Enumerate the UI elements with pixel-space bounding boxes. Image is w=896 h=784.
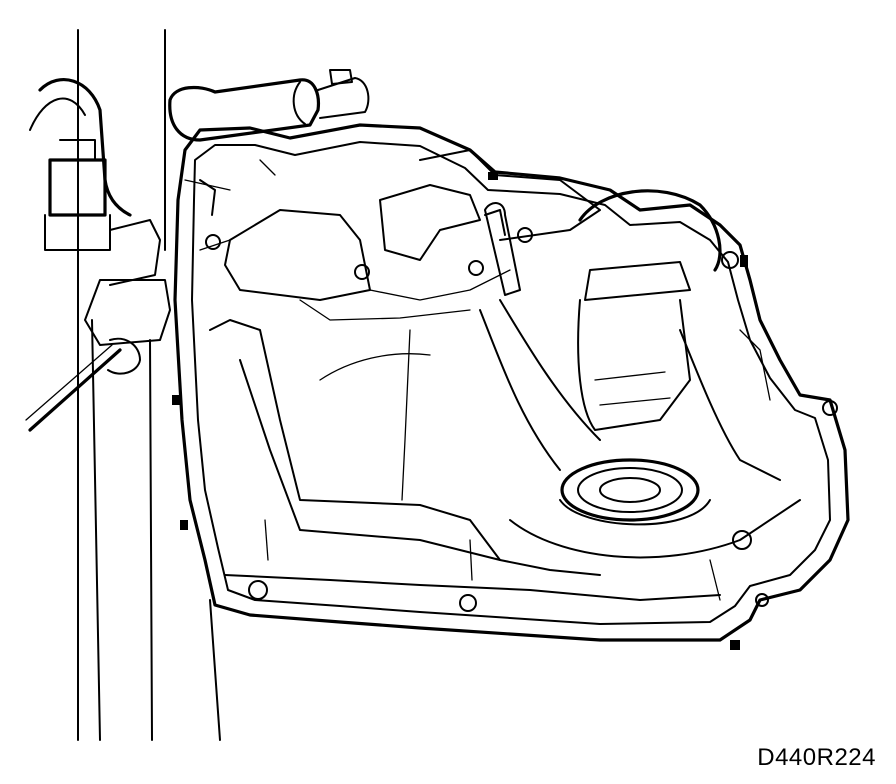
sensor-connector-assembly — [25, 78, 171, 432]
differential-housing — [577, 189, 722, 431]
pan-contours — [209, 299, 801, 601]
pan-bolts — [199, 179, 838, 612]
vertical-pipes — [77, 29, 221, 741]
filler-tube — [484, 202, 521, 296]
figure-reference-code: D440R224 — [757, 744, 876, 771]
solenoid — [168, 69, 370, 142]
edge-marks — [172, 172, 748, 650]
drain-seal — [559, 458, 711, 526]
